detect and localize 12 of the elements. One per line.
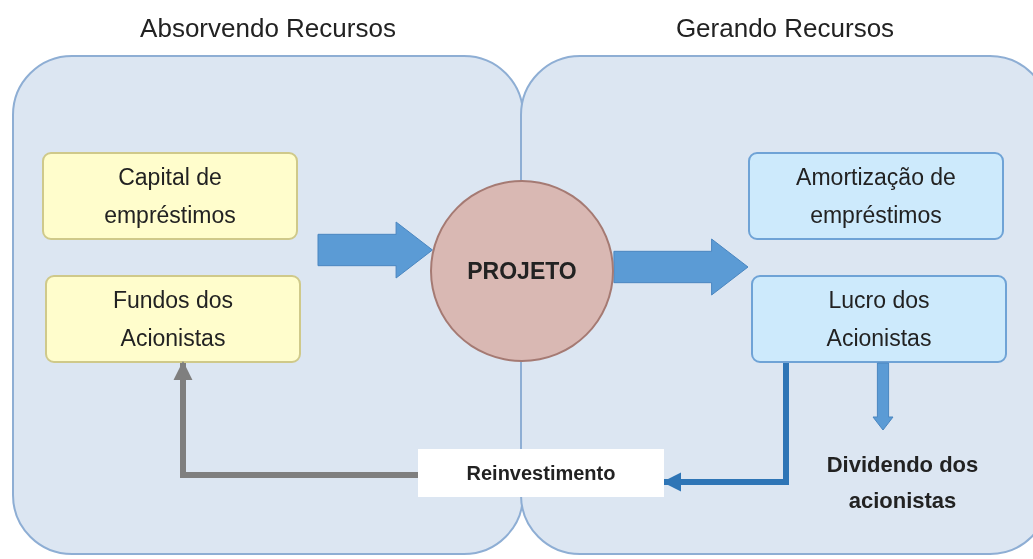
process-box: Amortização de empréstimos (748, 152, 1004, 240)
arrow (613, 238, 749, 296)
panel-heading: Gerando Recursos (674, 12, 896, 45)
panel-heading: Absorvendo Recursos (139, 12, 397, 45)
output-text: Dividendo dos acionistas (800, 430, 1005, 525)
arrow (173, 361, 418, 478)
process-box: Fundos dos Acionistas (45, 275, 301, 363)
arrow (317, 221, 433, 279)
process-box: Capital de empréstimos (42, 152, 298, 240)
arrow (872, 362, 894, 431)
process-box: Reinvestimento (418, 449, 664, 497)
process-box: Lucro dos Acionistas (751, 275, 1007, 363)
